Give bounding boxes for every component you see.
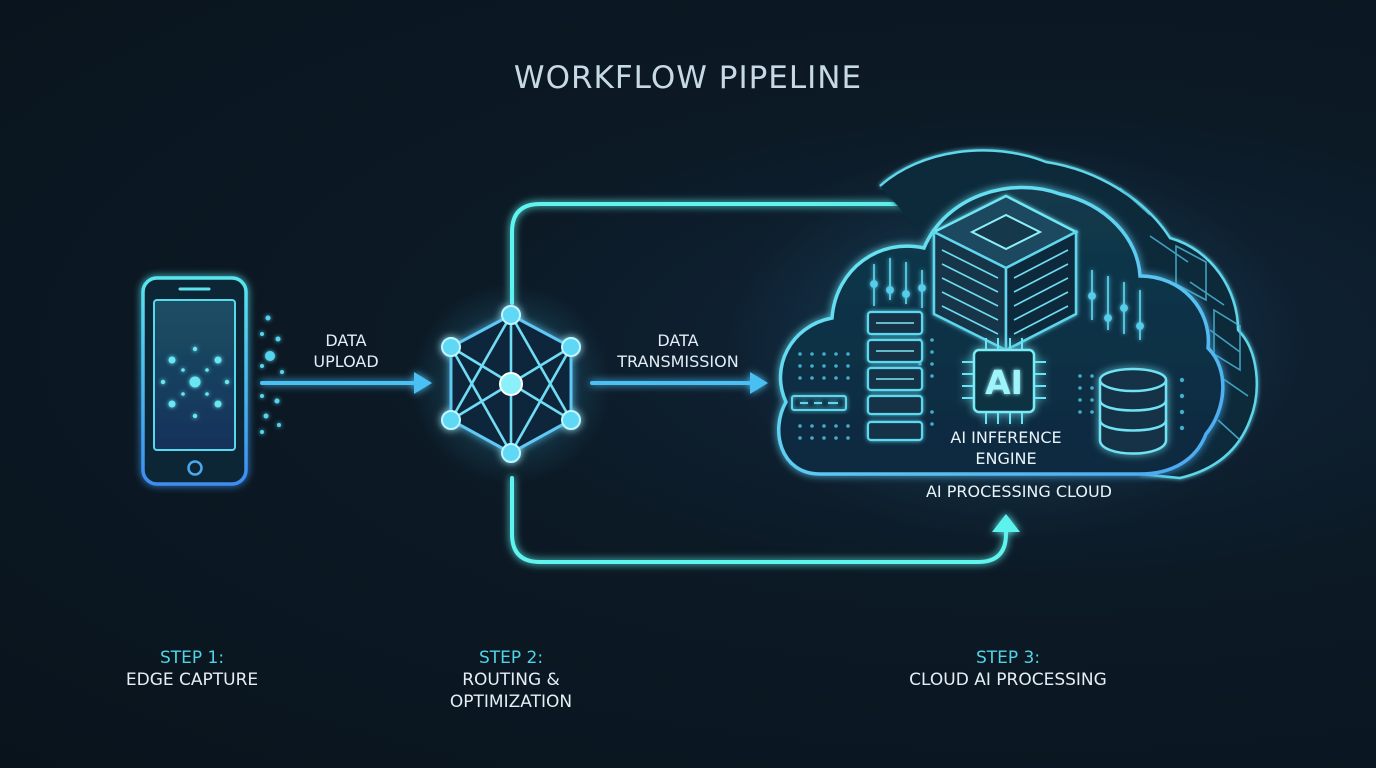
- step-1: STEP 1: EDGE CAPTURE: [92, 647, 292, 691]
- inference-tower-icon: [931, 194, 1079, 353]
- inference-engine-label-line-1: AI INFERENCE: [950, 428, 1062, 447]
- step-2-desc-line-2: OPTIMIZATION: [449, 692, 573, 712]
- phone-signal-dots: [160, 346, 230, 419]
- inference-engine-label-line-2: ENGINE: [975, 449, 1037, 468]
- ai-chip-label: AI: [985, 363, 1023, 402]
- cloud-circuitry: [870, 258, 1144, 340]
- step-3-number: STEP 3:: [975, 648, 1041, 668]
- step-2-number: STEP 2:: [478, 648, 544, 668]
- edge-label-transmission-line-1: DATA: [657, 331, 699, 350]
- server-rack-icon: [866, 310, 924, 442]
- step-3-desc-line-1: CLOUD AI PROCESSING: [909, 670, 1107, 690]
- step-3: STEP 3: CLOUD AI PROCESSING: [878, 647, 1138, 691]
- cloud-panel-icon: [791, 395, 847, 411]
- inference-engine-label: AI INFERENCE ENGINE: [926, 427, 1086, 469]
- diagram-title: WORKFLOW PIPELINE: [513, 60, 863, 96]
- processing-cloud-label: AI PROCESSING CLOUD: [925, 482, 1112, 501]
- emission-particles: [260, 315, 284, 434]
- edge-label-transmission-line-2: TRANSMISSION: [617, 352, 739, 371]
- edge-label-upload-line-1: DATA: [325, 331, 367, 350]
- network-hub-icon: [441, 305, 581, 463]
- ai-chip-icon: [962, 338, 1046, 424]
- step-1-number: STEP 1:: [159, 648, 225, 668]
- step-1-desc-line-1: EDGE CAPTURE: [125, 670, 259, 690]
- database-icon: [1098, 367, 1168, 455]
- edge-label-upload-line-2: UPLOAD: [313, 352, 379, 371]
- upload-arrow: [260, 372, 432, 394]
- edge-label-transmission: DATA TRANSMISSION: [602, 330, 754, 372]
- step-2: STEP 2: ROUTING & OPTIMIZATION: [411, 647, 611, 713]
- edge-label-upload: DATA UPLOAD: [294, 330, 398, 372]
- step-2-desc-line-1: ROUTING &: [462, 670, 560, 690]
